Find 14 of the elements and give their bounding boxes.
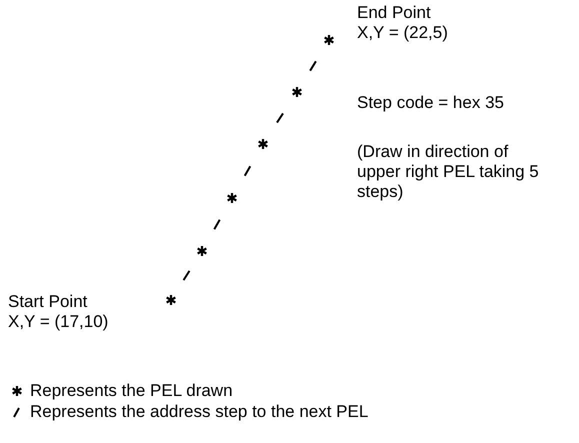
pel-mark xyxy=(290,85,304,99)
step-code-label: Step code = hex 35 xyxy=(357,93,504,113)
point-title: End Point xyxy=(357,3,431,23)
pel-mark xyxy=(164,293,178,307)
coordinate-label: X,Y = (22,5) xyxy=(357,23,448,43)
legend-text: Represents the PEL drawn xyxy=(30,381,233,401)
pel-mark xyxy=(195,244,209,258)
point-title: Start Point xyxy=(8,292,88,312)
coordinate-label: X,Y = (17,10) xyxy=(8,312,108,332)
legend-text: Represents the address step to the next PEL xyxy=(30,402,368,422)
pel-mark xyxy=(225,191,239,205)
pel-mark xyxy=(256,137,270,151)
pel-mark xyxy=(322,33,336,47)
note: (Draw in direction of upper right PEL taking 5 steps) xyxy=(357,142,540,202)
